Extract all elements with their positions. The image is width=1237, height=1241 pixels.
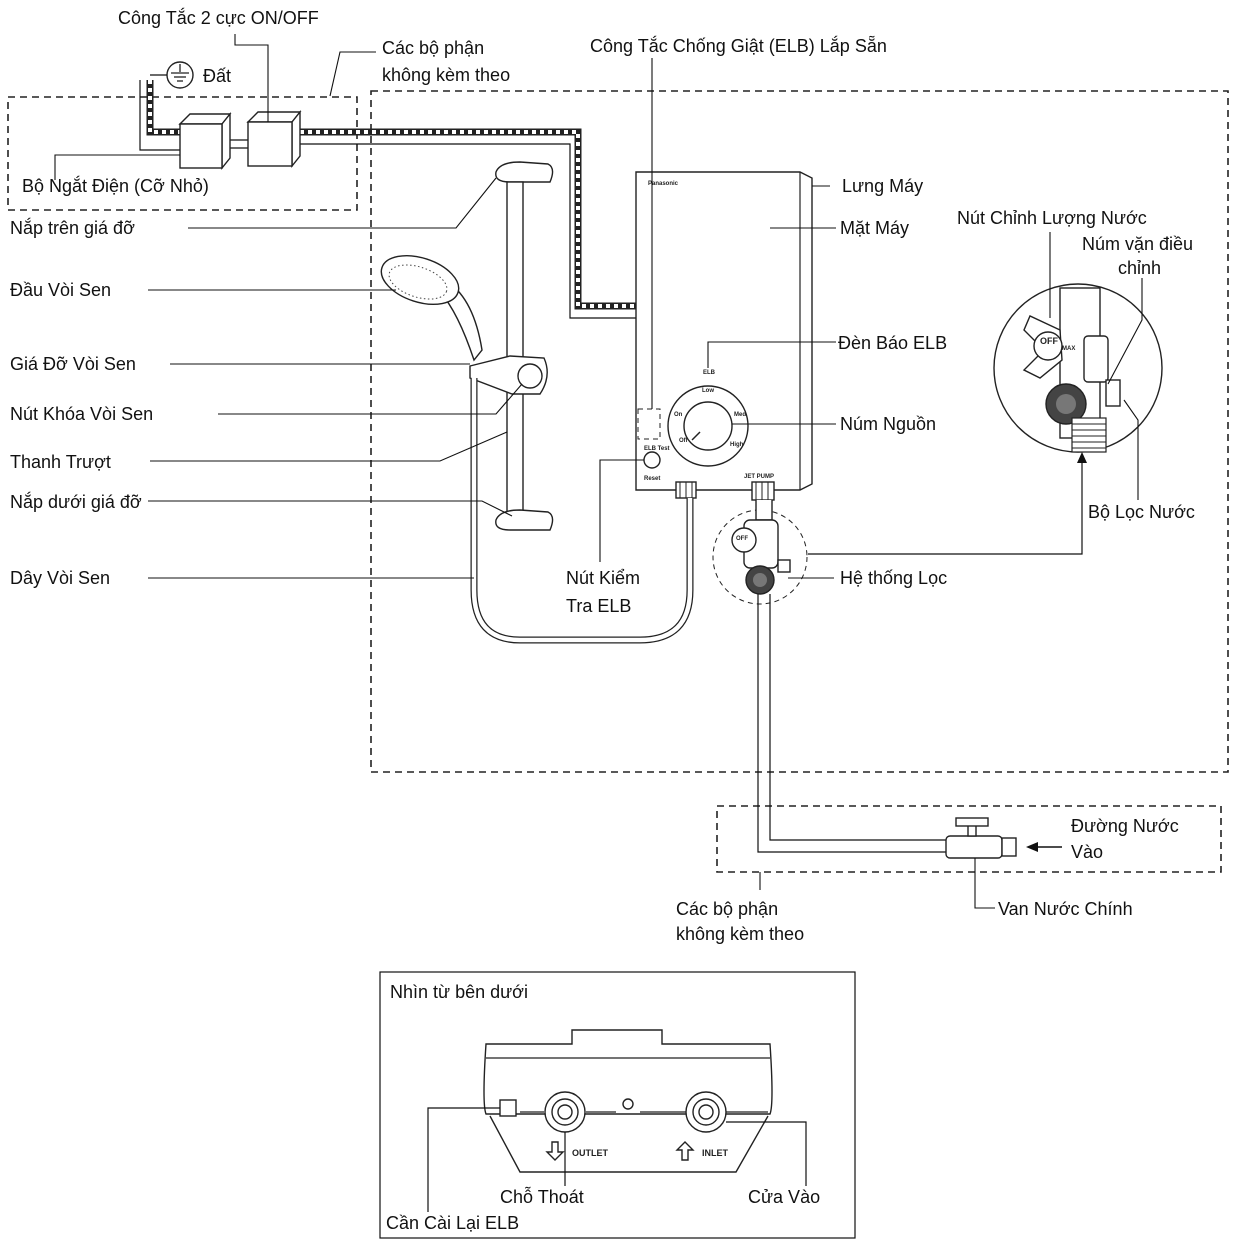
label-parts-not-included-bottom-1: Các bộ phận	[676, 899, 778, 919]
label-flow-adjust-knob: Nút Chỉnh Lượng Nước	[957, 208, 1147, 228]
label-elb-indicator: Đèn Báo ELB	[838, 333, 947, 353]
valve-off-mark-zoom: OFF	[1040, 336, 1058, 346]
label-outlet: Chỗ Thoát	[500, 1186, 584, 1207]
bottom-view: OUTLET INLET	[379, 971, 856, 1239]
valve-max-mark-zoom: MAX	[1062, 346, 1075, 352]
label-bottom-view: Nhìn từ bên dưới	[390, 982, 528, 1002]
inlet-mark: INLET	[702, 1148, 729, 1158]
label-front-panel: Mặt Máy	[840, 218, 909, 238]
shower-hose	[471, 378, 693, 643]
water-heater-unit: Panasonic ELB Low Med High On Off ELB Te…	[635, 171, 813, 501]
two-pole-switch	[246, 110, 302, 168]
label-circuit-breaker: Bộ Ngắt Điện (Cỡ Nhỏ)	[22, 175, 209, 196]
knob-mark-off: Off	[679, 438, 689, 444]
filter-system-zoom: OFF MAX	[993, 283, 1163, 453]
label-earth: Đất	[203, 66, 231, 86]
label-two-pole-switch: Công Tắc 2 cực ON/OFF	[118, 7, 319, 28]
elb-test-button[interactable]	[643, 451, 661, 469]
elb-reset-lever[interactable]	[499, 1099, 517, 1117]
outlet-mark: OUTLET	[572, 1148, 608, 1158]
power-wiring	[139, 61, 636, 319]
parts-not-included-box-bottom	[716, 805, 1222, 873]
shower-set	[380, 161, 694, 644]
shower-lock-knob[interactable]	[517, 363, 543, 389]
label-elb-test-1: Nút Kiểm	[566, 568, 640, 588]
brand-mark: Panasonic	[648, 181, 679, 187]
label-elb-builtin: Công Tắc Chống Giật (ELB) Lắp Sẵn	[590, 35, 887, 56]
main-valve-handle[interactable]	[955, 817, 989, 827]
label-shower-head: Đầu Vòi Sen	[10, 280, 111, 300]
label-inlet: Cửa Vào	[748, 1187, 820, 1207]
label-elb-reset-lever: Cần Cài Lại ELB	[386, 1213, 519, 1233]
label-elb-test-2: Tra ELB	[566, 596, 631, 616]
label-slide-bar: Thanh Trượt	[10, 452, 111, 472]
leader-lines	[54, 34, 1143, 909]
label-bottom-bracket-cover: Nắp dưới giá đỡ	[10, 491, 142, 512]
power-knob[interactable]	[683, 401, 733, 451]
outlet-arrow-icon	[545, 1141, 565, 1161]
label-power-knob: Núm Nguồn	[840, 414, 936, 434]
label-parts-not-included-bottom-2: không kèm theo	[676, 924, 804, 944]
valve-off-mark-small: OFF	[736, 536, 748, 542]
circuit-breaker	[178, 112, 232, 170]
knob-mark-low: Low	[702, 388, 714, 394]
slide-bar	[506, 181, 524, 513]
reset-mark: Reset	[644, 476, 660, 482]
knob-mark-high: High	[730, 442, 744, 448]
label-water-inlet-1: Đường Nước	[1071, 816, 1179, 836]
label-main-valve: Van Nước Chính	[998, 899, 1133, 919]
label-adjust-knob-2: chỉnh	[1118, 258, 1161, 278]
label-filter-system: Hệ thống Lọc	[840, 568, 947, 588]
label-parts-not-included-top-2: không kèm theo	[382, 65, 510, 85]
bottom-bracket-cover	[495, 509, 554, 531]
elb-indicator-mark: ELB	[703, 370, 716, 376]
label-shower-holder: Giá Đỡ Vòi Sen	[10, 354, 136, 374]
top-bracket-cover	[495, 161, 554, 183]
builtin-elb-outline	[637, 408, 661, 440]
label-water-inlet-2: Vào	[1071, 842, 1103, 862]
parts-not-included-box-top	[7, 96, 358, 211]
knob-mark-on: On	[674, 412, 683, 418]
flow-adjust-knob-small[interactable]	[731, 527, 757, 553]
label-top-bracket-cover: Nắp trên giá đỡ	[10, 217, 135, 238]
inlet-arrow-icon	[675, 1141, 695, 1161]
inlet-fitting	[751, 481, 775, 501]
callout-labels: Công Tắc 2 cực ON/OFF Các bộ phận không …	[10, 7, 1195, 1233]
label-parts-not-included-top-1: Các bộ phận	[382, 38, 484, 58]
bottom-view-frame	[379, 971, 856, 1239]
label-adjust-knob-1: Núm vặn điều	[1082, 234, 1193, 254]
label-shower-hose: Dây Vòi Sen	[10, 568, 110, 588]
label-back-panel: Lưng Máy	[842, 176, 923, 196]
filter-system: OFF	[712, 500, 950, 853]
jet-pump-mark: JET PUMP	[744, 474, 774, 480]
knob-mark-med: Med	[734, 412, 746, 418]
elb-test-mark: ELB Test	[644, 446, 670, 452]
main-valve	[945, 817, 1062, 859]
label-water-filter: Bộ Lọc Nước	[1088, 502, 1195, 522]
label-shower-lock-knob: Nút Khóa Vòi Sen	[10, 404, 153, 424]
water-inflow-arrow	[1026, 842, 1038, 852]
